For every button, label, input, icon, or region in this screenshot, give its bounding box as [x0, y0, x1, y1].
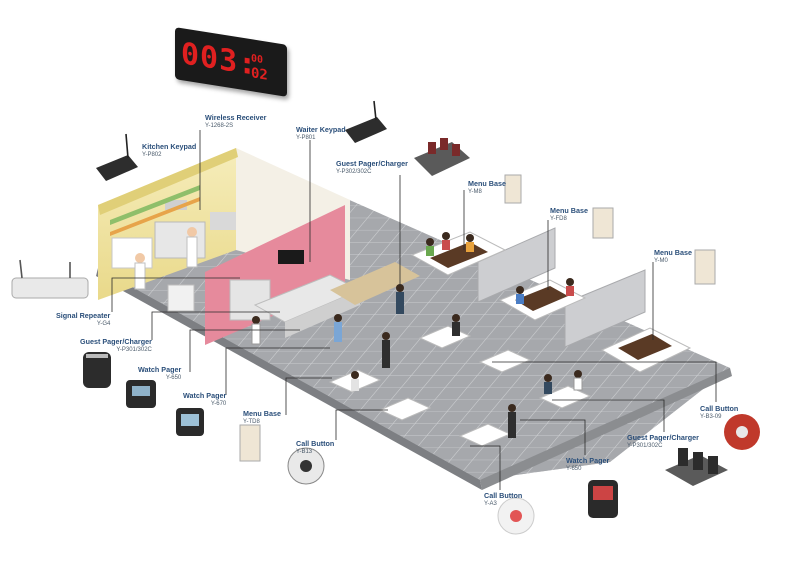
label-kitchen-keypad: Kitchen Keypad Y-P802	[142, 142, 197, 159]
menu-stand-icon	[239, 174, 716, 462]
display-small-top: 00	[251, 53, 264, 67]
label-watch-pager-bottom: Watch Pager Y-650	[566, 456, 610, 473]
label-wireless-receiver: Wireless Receiver Y-1268-2S	[205, 113, 267, 130]
call-button-icon	[287, 414, 760, 535]
display-main-digits: 003:	[181, 36, 258, 84]
booth-seating	[410, 231, 692, 373]
label-call-button-left: Call Button Y-B13	[296, 439, 335, 456]
label-menu-base-bottom: Menu Base Y-TD8	[243, 409, 281, 426]
label-waiter-keypad: Waiter Keypad Y-P801	[296, 125, 346, 142]
leader-lines	[111, 130, 717, 490]
watch-pager-icon	[126, 380, 618, 518]
label-menu-base-top: Menu Base Y-M8	[468, 179, 506, 196]
kitchen-area	[98, 148, 420, 345]
label-guest-pager-top: Guest Pager/Charger Y-P302/302C	[336, 159, 408, 176]
wall-display-clock-icon	[278, 250, 304, 264]
pager-charger-icon	[414, 138, 470, 176]
label-call-button-bottom: Call Button Y-A3	[484, 491, 523, 508]
label-watch-pager-left2: Watch Pager Y-670	[183, 391, 227, 408]
label-call-button-right: Call Button Y-B3-09	[700, 404, 739, 421]
label-guest-pager-left: Guest Pager/Charger Y-P301/302C	[80, 337, 152, 354]
signal-repeater-icon	[11, 259, 89, 299]
waiter-keypad-icon	[345, 100, 387, 143]
label-watch-pager-left1: Watch Pager Y-650	[138, 365, 182, 382]
pager-charger-icon	[665, 448, 728, 486]
label-signal-repeater: Signal Repeater Y-G4	[56, 311, 111, 328]
diners	[426, 232, 574, 304]
label-menu-base-right: Menu Base Y-M0	[654, 248, 692, 265]
people	[251, 284, 583, 438]
booth-partitions	[477, 227, 646, 348]
display-small-bottom: 02	[251, 65, 268, 84]
pager-stack-icon	[83, 352, 111, 388]
kitchen-keypad-icon	[96, 133, 138, 181]
label-guest-pager-right: Guest Pager/Charger Y-P301/302C	[627, 433, 699, 450]
label-menu-base-mid: Menu Base Y-FD8	[550, 206, 588, 223]
